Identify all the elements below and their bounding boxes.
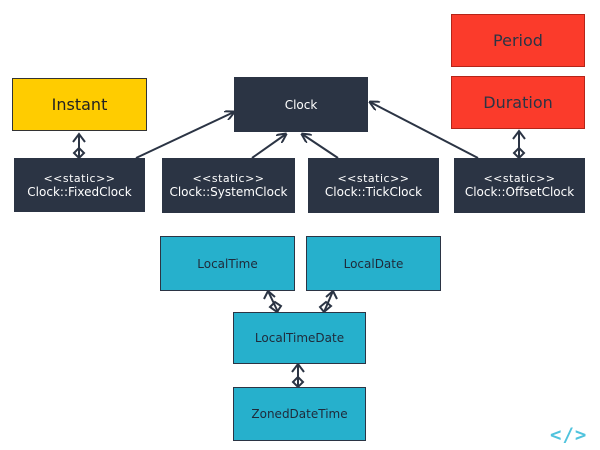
edge-systemclock-clock — [251, 134, 286, 159]
node-clock: Clock — [234, 77, 368, 132]
edge-localtimedate-localdate — [323, 290, 334, 313]
node-fixed-clock-text: <<static>> Clock::FixedClock — [27, 172, 131, 199]
edge-fixedclock-instant-arrow — [72, 132, 86, 143]
edge-fixedclock-clock — [135, 112, 234, 159]
node-system-clock-name: Clock::SystemClock — [169, 185, 288, 199]
node-tick-clock-stereotype: <<static>> — [337, 172, 410, 185]
node-fixed-clock: <<static>> Clock::FixedClock — [14, 158, 145, 212]
node-local-time-date-label: LocalTimeDate — [254, 331, 345, 345]
node-instant-label: Instant — [51, 95, 108, 114]
node-local-time-date: LocalTimeDate — [233, 312, 366, 364]
edge-localtimedate-localtime-arrow — [263, 289, 276, 300]
node-fixed-clock-name: Clock::FixedClock — [27, 184, 132, 199]
node-duration-label: Duration — [483, 93, 553, 112]
node-system-clock-stereotype: <<static>> — [192, 172, 265, 185]
node-fixed-clock-stereotype: <<static>> — [43, 171, 116, 185]
node-system-clock: <<static>> Clock::SystemClock — [162, 158, 295, 213]
node-system-clock-text: <<static>> Clock::SystemClock — [169, 172, 287, 199]
node-offset-clock-text: <<static>> Clock::OffsetClock — [465, 172, 574, 199]
node-period-label: Period — [493, 31, 543, 50]
node-zoned-date-time-label: ZonedDateTime — [251, 407, 348, 421]
node-tick-clock: <<static>> Clock::TickClock — [308, 158, 439, 213]
edge-tickclock-clock — [302, 134, 339, 159]
edge-localtimedate-localdate-arrow — [325, 289, 338, 300]
node-local-date-label: LocalDate — [343, 256, 404, 271]
code-brackets-icon: </> — [550, 424, 588, 446]
edge-offsetclock-clock — [370, 102, 479, 159]
edge-localtimedate-localtime — [267, 290, 279, 313]
node-tick-clock-text: <<static>> Clock::TickClock — [325, 172, 422, 199]
node-zoned-date-time: ZonedDateTime — [233, 387, 366, 441]
node-offset-clock: <<static>> Clock::OffsetClock — [454, 158, 585, 213]
node-offset-clock-stereotype: <<static>> — [483, 172, 556, 185]
node-local-time-label: LocalTime — [197, 256, 258, 271]
node-period: Period — [451, 14, 585, 67]
node-tick-clock-name: Clock::TickClock — [324, 185, 423, 199]
node-offset-clock-name: Clock::OffsetClock — [464, 185, 575, 199]
node-clock-label: Clock — [284, 97, 318, 112]
edge-offsetclock-duration-arrow — [512, 129, 526, 140]
node-local-time: LocalTime — [160, 236, 295, 291]
node-local-date: LocalDate — [306, 236, 441, 291]
node-instant: Instant — [12, 78, 147, 131]
node-duration: Duration — [451, 76, 585, 129]
edge-zoneddatetime-localtimedate-arrow — [291, 362, 305, 373]
